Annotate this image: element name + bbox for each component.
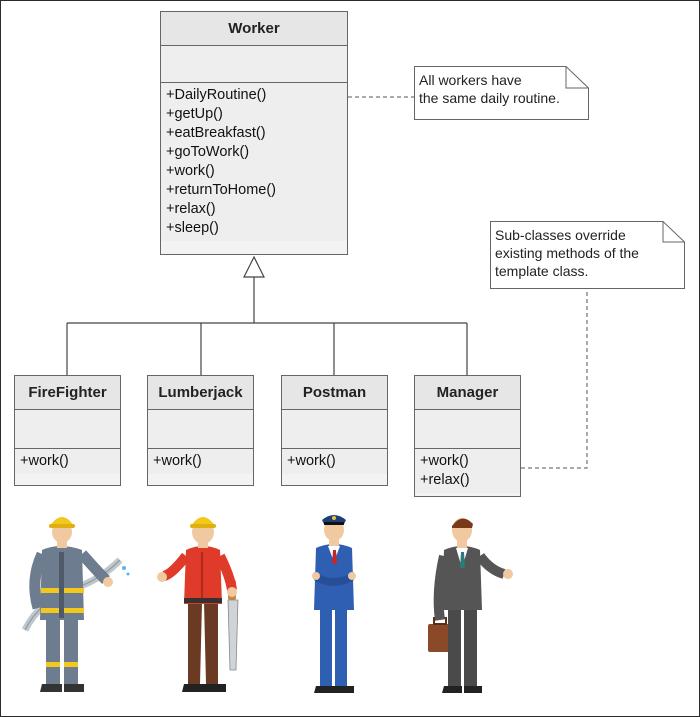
class-methods: +work() [15,449,120,474]
method: +relax() [166,201,216,217]
note-link-override [521,289,588,469]
method: +eatBreakfast() [166,125,266,141]
method: +returnToHome() [166,182,276,198]
method: +work() [153,453,202,469]
postman-class-box: Postman +work() [281,375,388,486]
note-line: template class. [495,263,589,279]
class-methods: +work() +relax() [415,449,520,493]
class-name: Worker [161,12,347,46]
method: +DailyRoutine() [166,87,267,103]
note-daily-routine: All workers have the same daily routine. [414,66,589,120]
note-shape [490,221,685,289]
lumberjack-class-box: Lumberjack +work() [147,375,254,486]
method: +work() [420,453,469,469]
postman-figure [312,515,356,693]
method: +getUp() [166,106,223,122]
manager-figure [428,518,513,693]
class-methods: +work() [148,449,253,474]
class-attributes [161,46,347,83]
note-text: All workers have the same daily routine. [419,71,560,107]
method: +sleep() [166,220,219,236]
class-name: Manager [415,376,520,410]
note-shape [414,66,589,120]
class-attributes [148,410,253,449]
note-line: existing methods of the [495,245,639,261]
class-name: Postman [282,376,387,410]
class-methods: +work() [282,449,387,474]
class-attributes [415,410,520,449]
worker-class-box: Worker +DailyRoutine() +getUp() +eatBrea… [160,11,348,255]
firefighter-figure [21,517,130,692]
method: +relax() [420,472,470,488]
inheritance-arrowhead [243,255,265,278]
note-override: Sub-classes override existing methods of… [490,221,685,289]
note-line: Sub-classes override [495,227,626,243]
note-line: All workers have [419,72,522,88]
method: +work() [20,453,69,469]
note-line: the same daily routine. [419,90,560,106]
lumberjack-figure [157,517,239,692]
class-name: FireFighter [15,376,120,410]
firefighter-class-box: FireFighter +work() [14,375,121,486]
method: +work() [287,453,336,469]
method: +work() [166,163,215,179]
class-attributes [15,410,120,449]
method: +goToWork() [166,144,250,160]
manager-class-box: Manager +work() +relax() [414,375,521,497]
class-attributes [282,410,387,449]
class-methods: +DailyRoutine() +getUp() +eatBreakfast()… [161,83,347,241]
note-text: Sub-classes override existing methods of… [495,226,639,280]
class-name: Lumberjack [148,376,253,410]
